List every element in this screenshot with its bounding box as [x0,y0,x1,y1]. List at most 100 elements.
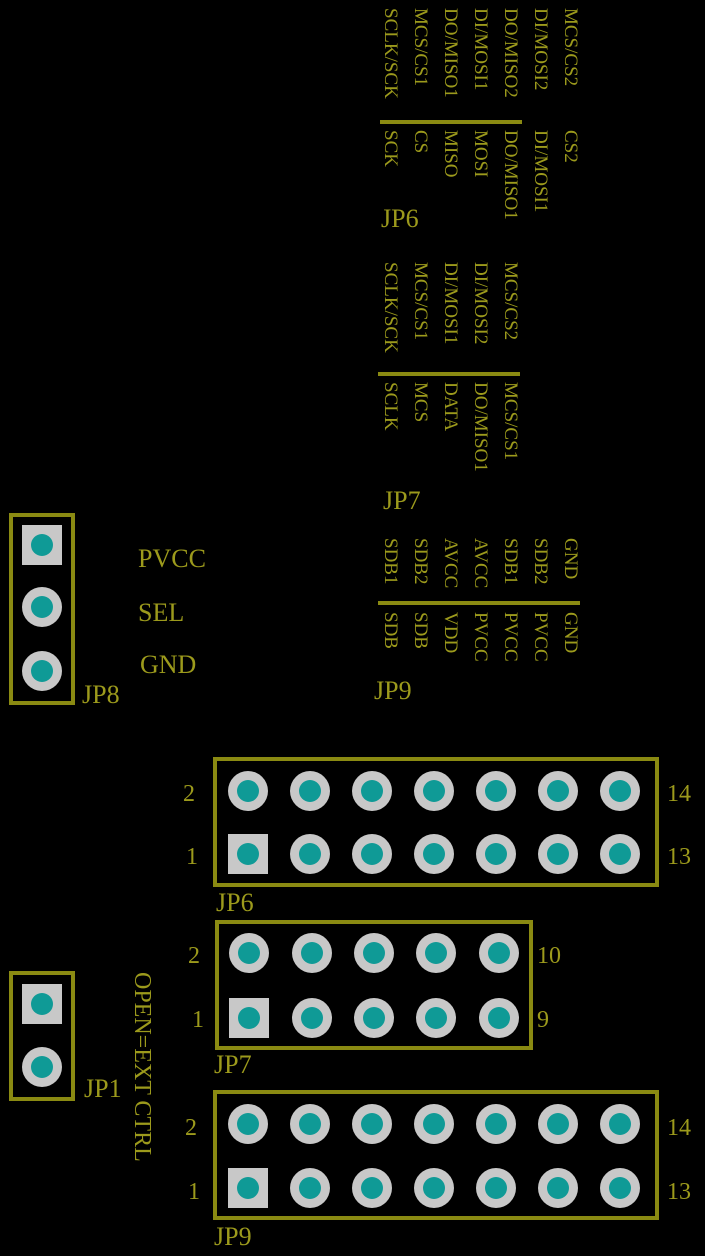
jp6-map-left-6: MCS/CS2 [560,8,581,87]
jp9-pad [290,1104,330,1144]
jp9-pin-number-1: 1 [188,1179,200,1205]
jp6-map-left-3: DI/MOSI1 [470,8,491,91]
jp6-pad [538,834,578,874]
jp7-map-left-4: MCS/CS2 [500,262,521,341]
jp9-map-left-4: SDB1 [500,538,521,585]
jp6-pad [538,771,578,811]
jp6-designator: JP6 [216,888,254,917]
jp7-map-divider [378,372,520,376]
jp9-pad [414,1168,454,1208]
jp6-map-left-1: MCS/CS1 [410,8,431,87]
jp9-pad [290,1168,330,1208]
jp7-pin-number-10: 10 [537,943,561,969]
jp9-map-left-3: AVCC [470,538,491,589]
jp9-map-left-1: SDB2 [410,538,431,585]
jp9-pad [538,1104,578,1144]
jp9-pin-number-13: 13 [667,1179,691,1205]
jp9-map-right-6: GND [560,612,581,654]
jp9-pad [600,1104,640,1144]
jp7-map-left-3: DI/MOSI2 [470,262,491,345]
jp9-outline [213,1090,659,1220]
jp9-map-title: JP9 [374,676,412,705]
jp7-outline [215,920,533,1050]
jp7-map-right-1: MCS [410,382,431,423]
jp9-map-left-5: SDB2 [530,538,551,585]
jp6-pin-number-1: 1 [186,844,198,870]
jp6-pin-number-14: 14 [667,781,691,807]
jp9-pin-number-2: 2 [185,1115,197,1141]
jp9-map-right-4: PVCC [500,612,521,662]
jp6-map-left-5: DI/MOSI2 [530,8,551,91]
jp7-pad [416,933,456,973]
jp9-map-right-3: PVCC [470,612,491,662]
jp6-pad [600,834,640,874]
jp6-map-right-0: SCK [380,130,401,167]
jp9-pin1-square-pad [228,1168,268,1208]
jp9-map-right-0: SDB [380,612,401,649]
jp6-map-right-6: CS2 [560,130,581,163]
jp7-map-left-2: DI/MOSI1 [440,262,461,345]
jp9-pad [352,1168,392,1208]
jp9-pad [228,1104,268,1144]
jp9-map-divider [378,601,580,605]
jp6-pad [476,834,516,874]
jp6-pad [290,834,330,874]
jp7-pin-number-9: 9 [537,1007,549,1033]
jp7-pad [479,998,519,1038]
jp7-pad [354,933,394,973]
jp8-label-gnd: GND [140,650,197,679]
jp6-pad [476,771,516,811]
jp9-pad [476,1168,516,1208]
jp9-map-right-2: VDD [440,612,461,654]
jp9-pad [414,1104,454,1144]
jp7-pin-number-1: 1 [192,1007,204,1033]
jp7-pad [354,998,394,1038]
jp9-map-left-2: AVCC [440,538,461,589]
jp7-map-right-0: SCLK [380,382,401,431]
jp8-label-pvcc: PVCC [138,544,206,573]
jp1-outline [9,971,75,1101]
jp6-map-divider [380,120,522,124]
jp7-map-right-2: DATA [440,382,461,432]
jp6-map-right-5: DI/MOSI1 [530,130,551,213]
jp6-map-right-2: MISO [440,130,461,178]
jp7-pad [416,998,456,1038]
jp6-pad [228,771,268,811]
jp6-pad [352,771,392,811]
jp6-pad [600,771,640,811]
jp8-outline [9,513,75,705]
jp9-map-right-1: SDB [410,612,431,649]
jp6-pin-number-2: 2 [183,781,195,807]
jp6-pin-number-13: 13 [667,844,691,870]
jp1-pin2-pad [22,1047,62,1087]
jp1-designator: JP1 [84,1074,122,1103]
jp9-pad [476,1104,516,1144]
jp7-pad [229,933,269,973]
jp8-pin3-pad [22,651,62,691]
jp6-map-right-1: CS [410,130,431,154]
jp9-pad [600,1168,640,1208]
jp8-designator: JP8 [82,680,120,709]
jp6-pad [414,771,454,811]
jp8-pin2-pad [22,587,62,627]
jp6-pad [290,771,330,811]
jp9-pin-number-14: 14 [667,1115,691,1141]
jp9-pad [538,1168,578,1208]
jp9-pad [352,1104,392,1144]
jp7-map-left-1: MCS/CS1 [410,262,431,341]
jp7-map-title: JP7 [383,486,421,515]
jp7-map-right-4: MCS/CS1 [500,382,521,461]
jp7-pad [479,933,519,973]
jp8-label-sel: SEL [138,598,185,627]
jp6-pin1-square-pad [228,834,268,874]
jp7-pin1-square-pad [229,998,269,1038]
jp7-pin-number-2: 2 [188,943,200,969]
jp6-map-title: JP6 [381,204,419,233]
jp9-map-right-5: PVCC [530,612,551,662]
jp9-map-left-0: SDB1 [380,538,401,585]
jp7-pad [292,998,332,1038]
jp7-designator: JP7 [214,1050,252,1079]
jp6-pad [414,834,454,874]
jp1-pin1-square-pad [22,984,62,1024]
jp6-outline [213,757,659,887]
